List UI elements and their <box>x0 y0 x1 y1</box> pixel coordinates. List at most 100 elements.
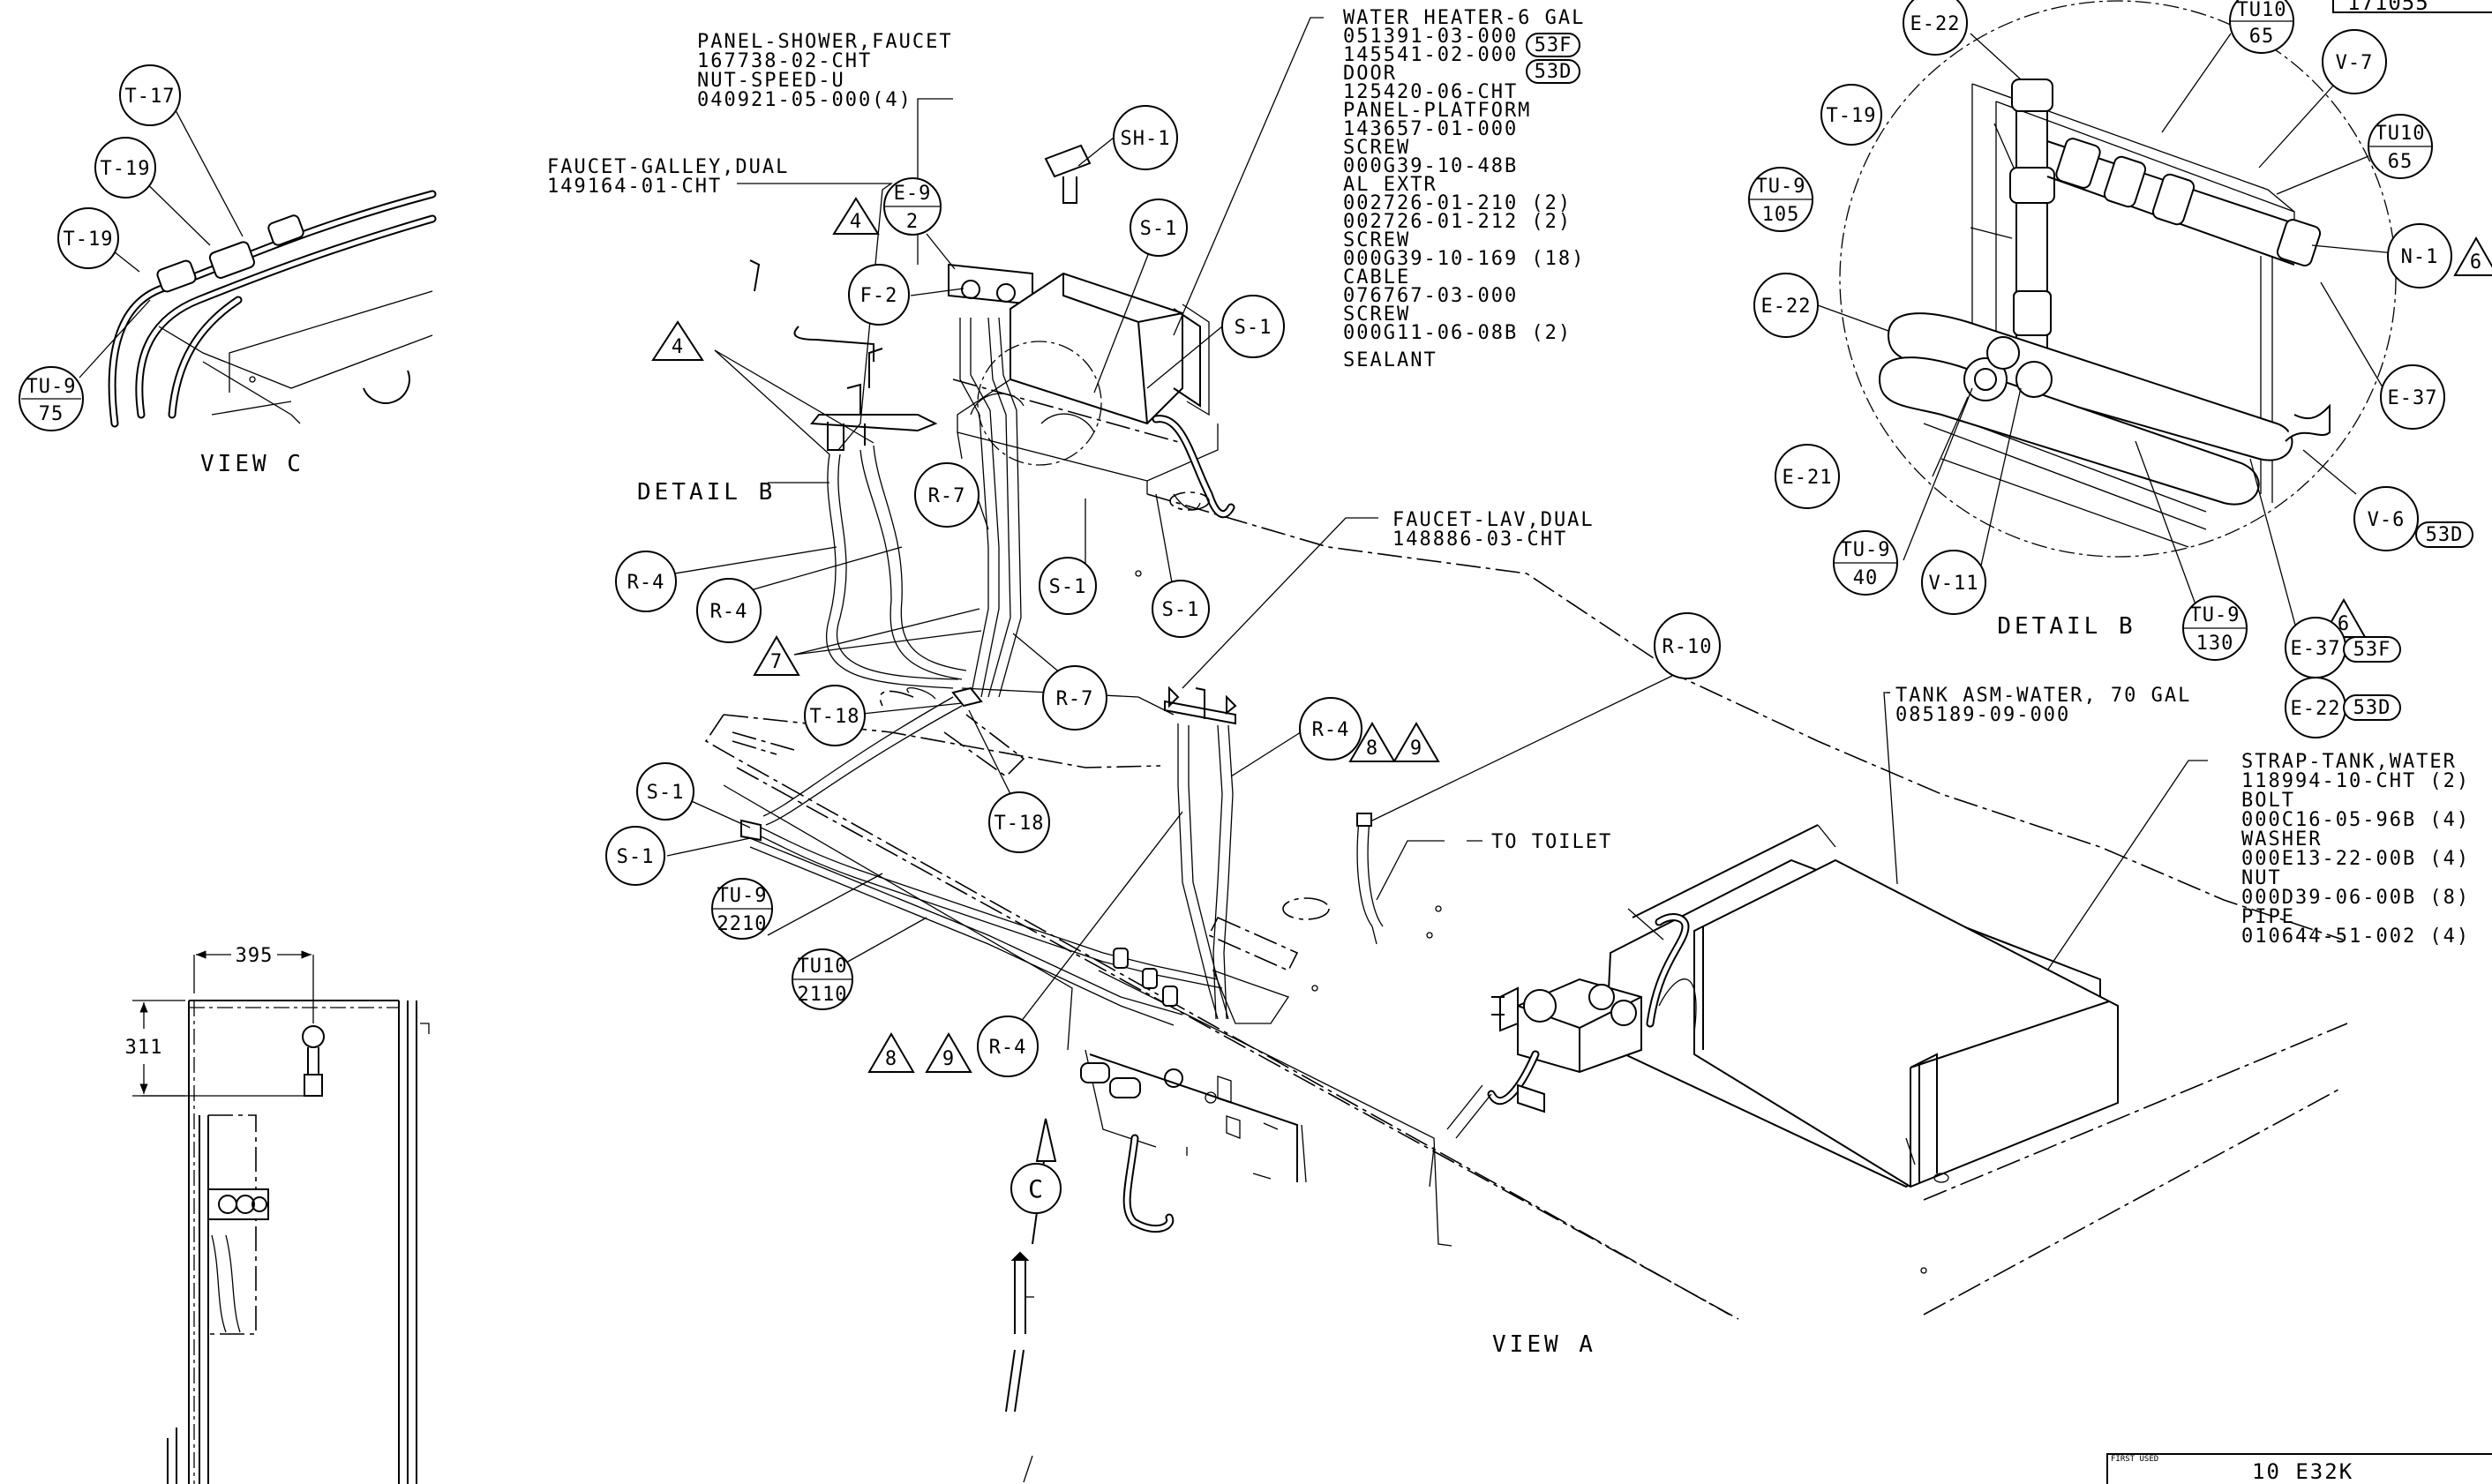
view-c-marker-text: C <box>1028 1174 1044 1203</box>
balloon-e9-qty: 2 <box>906 211 919 233</box>
balloon-r7-b: R-7 <box>1042 665 1107 731</box>
balloon-tu10-text: TU10 <box>798 956 848 978</box>
balloon-tu9-qty: 75 <box>39 403 64 425</box>
balloon-tu9-qty: 130 <box>2196 633 2234 655</box>
callout-water-heater: WATER HEATER-6 GAL 051391-03-000 145541-… <box>1343 7 1585 371</box>
tag-53d-e22: 53D <box>2343 694 2401 721</box>
balloon-tu9-2210: TU-9 2210 <box>711 878 773 940</box>
wh-tag-53d-text: 53D <box>1535 61 1573 83</box>
balloon-tu10-2110: TU10 2110 <box>792 948 853 1010</box>
balloon-tu9-viewc: TU-9 75 <box>19 366 84 431</box>
balloon-v7-text: V-7 <box>2336 52 2374 74</box>
balloon-e9: E-9 2 <box>883 177 942 236</box>
balloon-s1-text: S-1 <box>1162 599 1200 621</box>
callout-tank-l1: TANK ASM-WATER, 70 GAL <box>1895 685 2191 707</box>
balloon-r10: R-10 <box>1654 612 1721 679</box>
balloon-e37-text: E-37 <box>2388 387 2438 409</box>
note-8-a: 8 <box>1348 722 1396 762</box>
callout-wh-l19: SEALANT <box>1343 349 1437 371</box>
balloon-s1-c: S-1 <box>1039 557 1097 615</box>
balloon-t18-b: T-18 <box>988 791 1050 853</box>
callout-wh-l1: WATER HEATER-6 GAL <box>1343 7 1585 29</box>
note-4-a: 4 <box>832 197 880 235</box>
callout-strap: STRAP-TANK,WATER 118994-10-CHT (2) BOLT … <box>2241 751 2470 948</box>
callout-faucet-lav-l1: FAUCET-LAV,DUAL <box>1392 509 1595 531</box>
callout-strap-l5: WASHER <box>2241 828 2322 851</box>
note-7: 7 <box>753 635 800 676</box>
balloon-e22-b1: E-22 <box>1903 0 1968 56</box>
balloon-s1-text: S-1 <box>647 782 685 804</box>
callout-faucet-galley-l2: 149164-01-CHT <box>547 176 722 198</box>
balloon-tu9-text: TU-9 <box>1841 539 1891 561</box>
callout-wh-l13: SCREW <box>1343 229 1410 251</box>
balloon-n1-text: N-1 <box>2401 246 2439 268</box>
balloon-r4-text: R-4 <box>989 1037 1027 1059</box>
balloon-tu9-text: TU-9 <box>26 376 77 398</box>
balloon-r4-d: R-4 <box>977 1016 1039 1077</box>
balloon-tu10-65-b: TU10 65 <box>2368 114 2433 179</box>
balloon-s1-b: S-1 <box>1221 295 1285 358</box>
balloon-n1: N-1 <box>2387 223 2452 289</box>
balloon-t19-viewc-a: T-19 <box>94 137 156 199</box>
callout-wh-l4: DOOR <box>1343 63 1397 85</box>
balloon-r7-a: R-7 <box>914 462 980 528</box>
balloon-sh1: SH-1 <box>1113 105 1178 170</box>
balloon-tu10-65-a: TU10 65 <box>2229 0 2294 54</box>
note-6-a: 6 <box>2453 236 2492 276</box>
tag-53d-text: 53D <box>2353 697 2391 719</box>
callout-faucet-lav-l2: 148886-03-CHT <box>1392 528 1567 551</box>
balloon-t18-text: T-18 <box>995 813 1045 835</box>
callout-tank-l2: 085189-09-000 <box>1895 704 2070 726</box>
balloon-r4-text: R-4 <box>710 601 748 623</box>
note-9-a: 9 <box>1392 722 1440 762</box>
note-8-text: 8 <box>885 1048 897 1070</box>
balloon-tu10-qty: 65 <box>2249 26 2275 48</box>
wh-tag-53f-text: 53F <box>1535 34 1573 56</box>
callout-panel-shower-l3: NUT-SPEED-U <box>697 70 845 92</box>
wh-tag-53f: 53F <box>1526 33 1580 57</box>
note-8-b: 8 <box>867 1032 915 1073</box>
callout-faucet-galley-l1: FAUCET-GALLEY,DUAL <box>547 156 789 178</box>
balloon-r4-text: R-4 <box>627 572 665 594</box>
balloon-t18-a: T-18 <box>804 685 866 746</box>
callout-wh-l10: AL EXTR <box>1343 174 1437 196</box>
balloon-tu9-105: TU-9 105 <box>1748 167 1813 232</box>
balloon-e22-text: E-22 <box>1761 296 1812 318</box>
callout-faucet-galley: FAUCET-GALLEY,DUAL 149164-01-CHT <box>547 156 789 198</box>
note-7-text: 7 <box>770 651 783 673</box>
callout-strap-l2: 118994-10-CHT (2) <box>2241 770 2470 792</box>
first-used-block: FIRST USED 10 E32K <box>2106 1453 2492 1484</box>
balloon-r7-text: R-7 <box>928 485 966 507</box>
note-9-text: 9 <box>1410 738 1422 760</box>
callout-strap-l3: BOLT <box>2241 790 2295 812</box>
balloon-e22-b3: E-22 <box>2285 677 2346 738</box>
tag-53d-text: 53D <box>2426 524 2464 546</box>
callout-faucet-lav: FAUCET-LAV,DUAL 148886-03-CHT <box>1392 509 1595 551</box>
detail-b: E-22 TU10 65 V-7 TU10 65 T-19 TU-9 105 <box>1748 0 2492 738</box>
view-c: T-17 T-19 T-19 TU-9 75 VIEW C <box>19 64 437 477</box>
note-4-text: 4 <box>672 336 684 358</box>
balloon-s1-text: S-1 <box>1049 576 1087 598</box>
callout-strap-l4: 000C16-05-96B (4) <box>2241 809 2470 831</box>
balloon-t18-text: T-18 <box>810 706 860 728</box>
balloon-t17-text: T-17 <box>125 86 176 108</box>
note-4-text: 4 <box>850 211 862 233</box>
view-a-title: VIEW A <box>1492 1331 1596 1358</box>
detail-b-title: DETAIL B <box>1997 613 2135 640</box>
dimension-view: 395 311 <box>125 945 430 1484</box>
balloon-tu10-qty: 65 <box>2388 151 2413 173</box>
view-c-title: VIEW C <box>200 451 304 477</box>
balloon-tu9-text: TU-9 <box>1756 176 1806 198</box>
callout-wh-l7: 143657-01-000 <box>1343 118 1518 140</box>
note-4-b: 4 <box>651 320 704 361</box>
balloon-v11-text: V-11 <box>1929 573 1979 595</box>
balloon-tu10-text: TU10 <box>2237 0 2287 21</box>
detail-b-reference-text: DETAIL B <box>637 479 776 506</box>
first-used-value: 10 E32K <box>2252 1459 2353 1484</box>
balloon-tu10-qty: 2110 <box>798 984 848 1006</box>
balloon-f2-text: F-2 <box>860 285 898 307</box>
callout-wh-l8: SCREW <box>1343 137 1410 159</box>
callout-panel-shower-l4: 040921-05-000(4) <box>697 89 912 111</box>
sheet-number: 171055 <box>2347 0 2429 15</box>
callout-wh-l14: 000G39-10-169 (18) <box>1343 248 1585 270</box>
